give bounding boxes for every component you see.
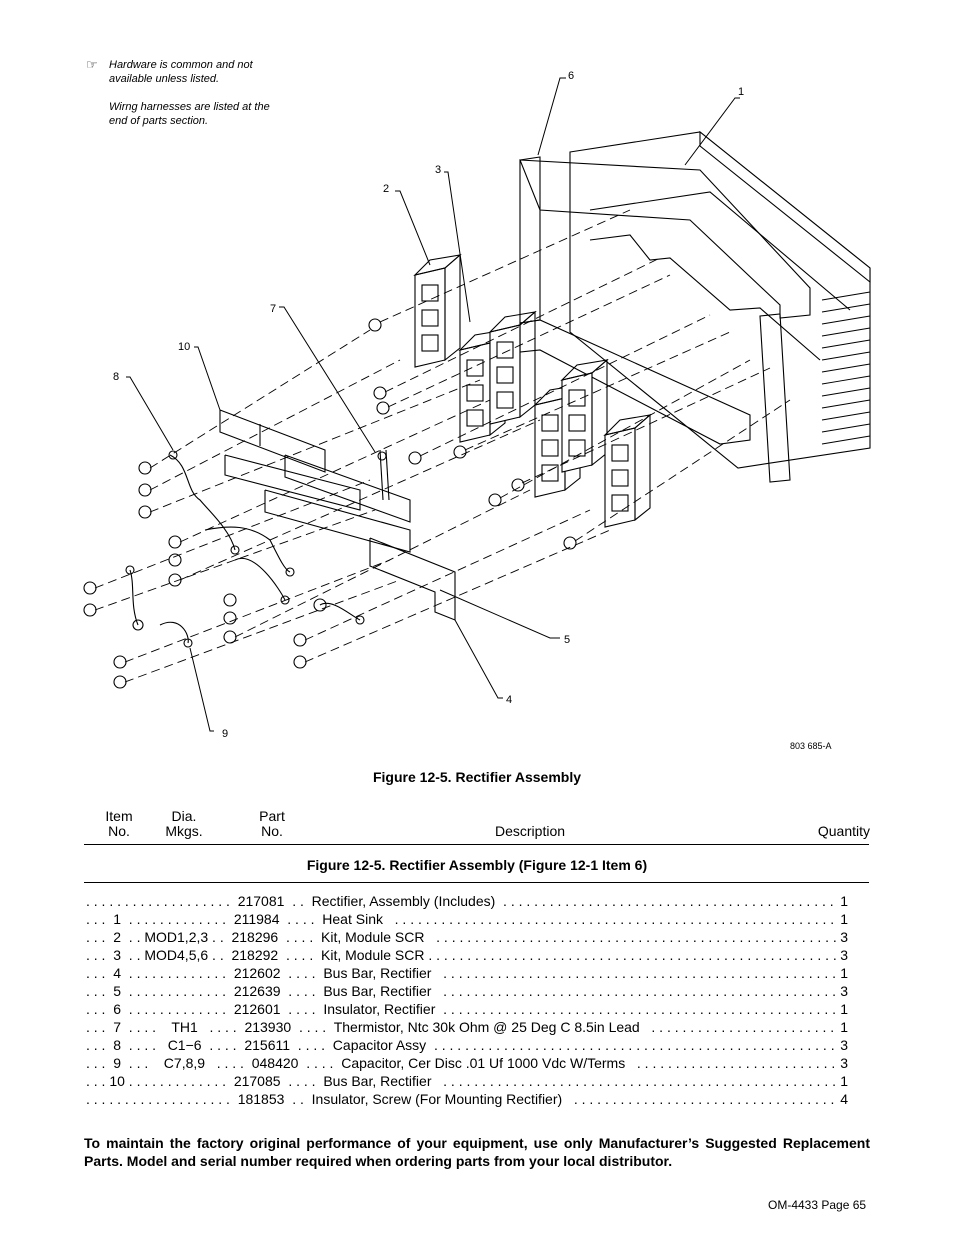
row-text: . . . 9 . . . C7,8,9 . . . . 048420 . . … (86, 1055, 848, 1071)
row-quantity: 3 (836, 1036, 848, 1054)
row-text: . . . . . . . . . . . . . . . . . . . 18… (86, 1091, 848, 1107)
capacitor-c-2 (159, 621, 193, 648)
bus-bar-5b (264, 489, 411, 553)
thermistor-part (377, 449, 390, 501)
callout-9: 9 (222, 728, 228, 740)
row-quantity: 1 (836, 1000, 848, 1018)
callout-3: 3 (435, 164, 441, 176)
row-text: . . . 6 . . . . . . . . . . . . . 212601… (86, 1001, 848, 1017)
table-row: . . . 5 . . . . . . . . . . . . . 212639… (86, 982, 848, 1000)
table-row: . . . 2 . . MOD1,2,3 . . 218296 . . . . … (86, 928, 848, 946)
scr-module-1 (413, 253, 462, 368)
capacitor-assy-2 (204, 526, 295, 577)
replacement-parts-notice: To maintain the factory original perform… (84, 1135, 870, 1169)
callout-2: 2 (383, 183, 389, 195)
bus-bar-4 (369, 537, 456, 621)
note-line-harnesses: Wirng harnesses are listed at the end of… (109, 101, 270, 127)
row-text: . . . 1 . . . . . . . . . . . . . 211984… (86, 911, 848, 927)
table-row: . . . 10 . . . . . . . . . . . . . 21708… (86, 1072, 848, 1090)
hardware-note: ☞ Hardware is common and not available u… (86, 58, 286, 142)
drawing-number: 803 685-A (790, 741, 832, 751)
row-text: . . . 8 . . . . C1−6 . . . . 215611 . . … (86, 1037, 848, 1053)
table-row: . . . . . . . . . . . . . . . . . . . 21… (86, 892, 848, 910)
parts-list: . . . . . . . . . . . . . . . . . . . 21… (86, 892, 848, 1108)
row-quantity: 3 (836, 982, 848, 1000)
rectifier-assembly-diagram: 1 2 3 4 5 6 7 8 9 10 (83, 70, 871, 740)
bus-bar-5c (284, 454, 411, 523)
capacitor-c-1 (125, 565, 144, 631)
table-row: . . . 8 . . . . C1−6 . . . . 215611 . . … (86, 1036, 848, 1054)
scr-module-5 (560, 358, 609, 473)
row-quantity: 4 (836, 1090, 848, 1108)
insulator-part (519, 156, 811, 483)
row-text: . . . 7 . . . . TH1 . . . . 213930 . . .… (86, 1019, 848, 1035)
row-quantity: 1 (836, 1072, 848, 1090)
row-quantity: 1 (836, 1018, 848, 1036)
header-part-no: Part No. (259, 808, 285, 839)
scr-module-6 (603, 413, 652, 528)
row-text: . . . 3 . . MOD4,5,6 . . 218292 . . . . … (86, 947, 845, 963)
heat-sink-part (569, 130, 871, 469)
capacitor-assy-3 (313, 598, 365, 625)
callout-6: 6 (568, 70, 574, 82)
table-row: . . . 7 . . . . TH1 . . . . 213930 . . .… (86, 1018, 848, 1036)
row-quantity: 1 (836, 910, 848, 928)
callout-1: 1 (738, 86, 744, 98)
row-text: . . . 4 . . . . . . . . . . . . . 212602… (86, 965, 848, 981)
callout-labels: 1 2 3 4 5 6 7 8 9 10 (113, 70, 744, 740)
header-dia-mkgs: Dia. Mkgs. (165, 808, 203, 839)
row-quantity: 3 (836, 1054, 848, 1072)
table-row: . . . 9 . . . C7,8,9 . . . . 048420 . . … (86, 1054, 848, 1072)
callout-4: 4 (506, 694, 512, 706)
row-text: . . . . . . . . . . . . . . . . . . . 21… (86, 893, 848, 909)
row-text: . . . 5 . . . . . . . . . . . . . 212639… (86, 983, 848, 999)
row-quantity: 3 (836, 928, 848, 946)
callout-8: 8 (113, 371, 119, 383)
row-quantity: 1 (836, 892, 848, 910)
row-text: . . . 2 . . MOD1,2,3 . . 218296 . . . . … (86, 929, 845, 945)
header-quantity: Quantity (817, 823, 870, 839)
page-number: OM-4433 Page 65 (768, 1198, 867, 1212)
table-row: . . . . . . . . . . . . . . . . . . . 18… (86, 1090, 848, 1108)
mounting-screws (83, 318, 577, 689)
note-line-hardware: Hardware is common and not available unl… (109, 59, 253, 85)
bus-bar-10 (219, 409, 326, 473)
bus-bar-5a (224, 454, 361, 511)
header-item-no: Item No. (105, 808, 133, 839)
row-quantity: 3 (836, 946, 848, 964)
capacitor-assy-1 (168, 450, 240, 555)
table-subtitle: Figure 12-5. Rectifier Assembly (Figure … (306, 857, 648, 873)
pointing-hand-icon: ☞ (86, 57, 98, 72)
subtitle-rule (84, 882, 869, 883)
table-row: . . . 4 . . . . . . . . . . . . . 212602… (86, 964, 848, 982)
row-text: . . . 10 . . . . . . . . . . . . . 21708… (86, 1073, 848, 1089)
row-quantity: 1 (836, 964, 848, 982)
header-rule (84, 844, 869, 845)
callout-5: 5 (564, 634, 570, 646)
table-row: . . . 3 . . MOD4,5,6 . . 218292 . . . . … (86, 946, 848, 964)
figure-title: Figure 12-5. Rectifier Assembly (372, 769, 581, 785)
capacitor-c-3 (234, 557, 290, 605)
table-row: . . . 1 . . . . . . . . . . . . . 211984… (86, 910, 848, 928)
header-description: Description (494, 823, 566, 839)
callout-10: 10 (178, 341, 190, 353)
callout-7: 7 (270, 303, 276, 315)
table-row: . . . 6 . . . . . . . . . . . . . 212601… (86, 1000, 848, 1018)
scr-module-3 (488, 310, 537, 425)
